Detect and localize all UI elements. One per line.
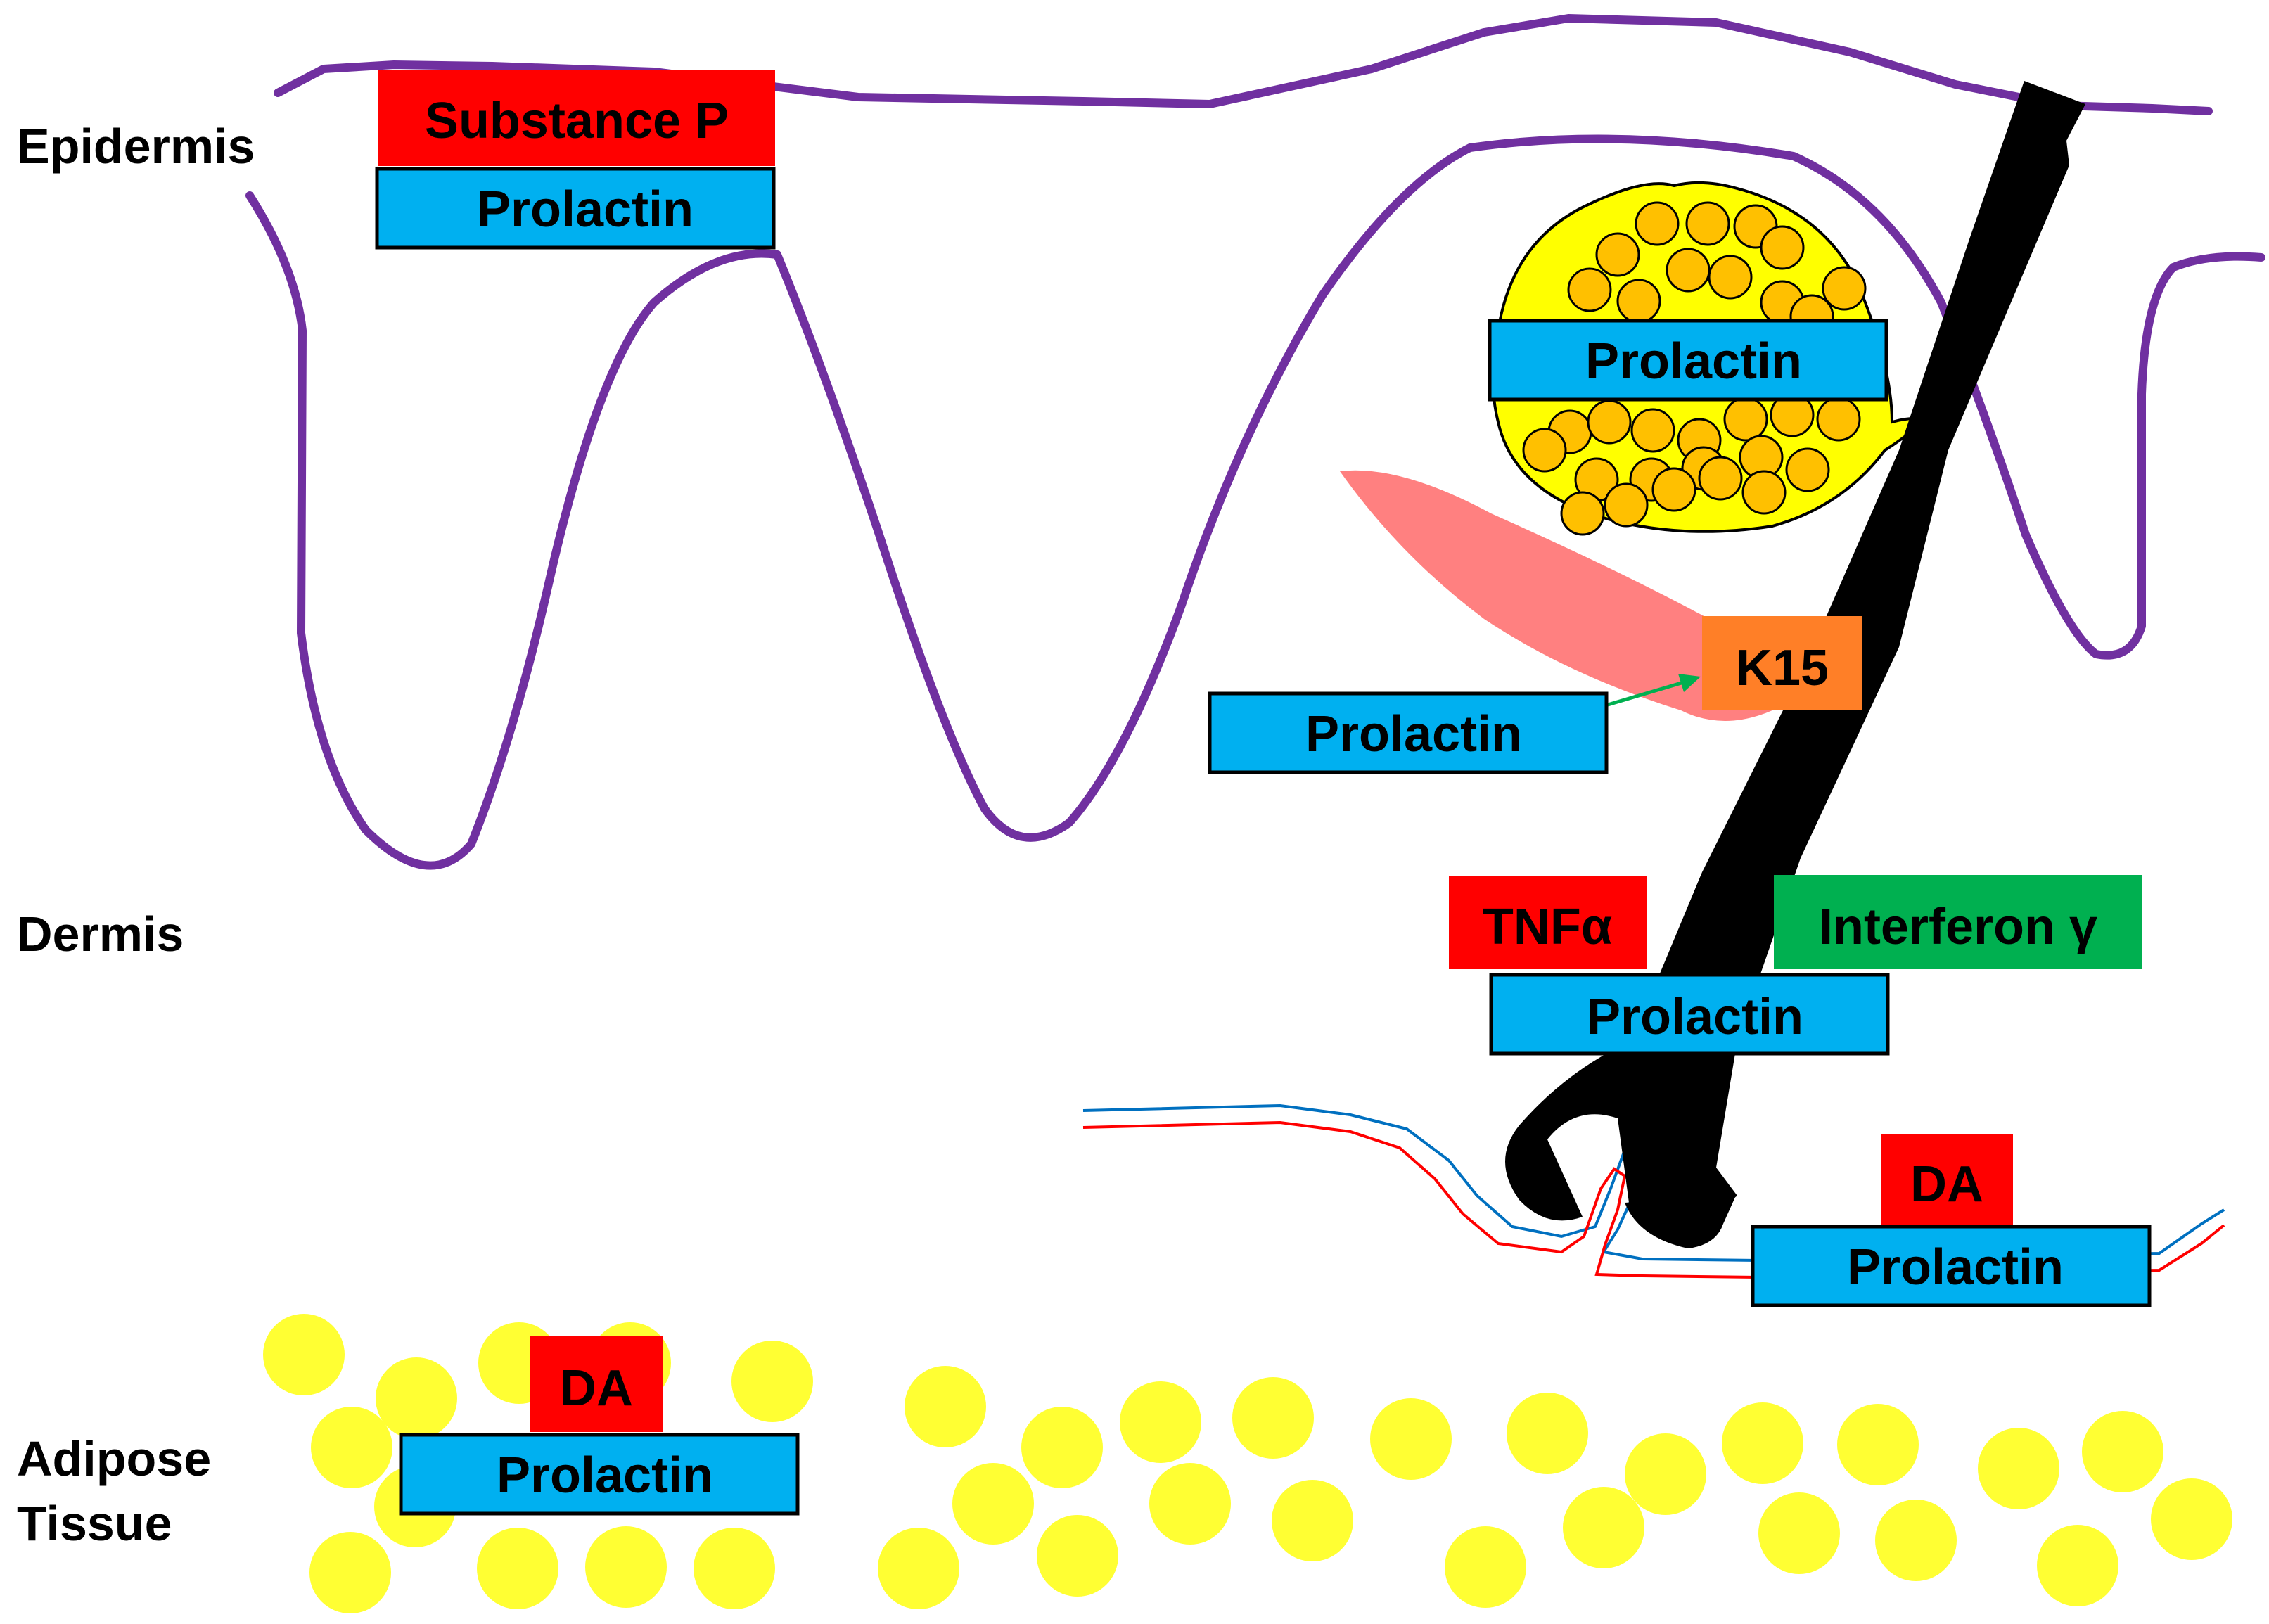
sebocyte-icon xyxy=(1595,232,1640,277)
sebocyte-icon xyxy=(1723,397,1768,442)
skin-surface-line xyxy=(274,14,2213,115)
adipocyte-icon xyxy=(1625,1433,1706,1515)
adipocyte-icon xyxy=(376,1357,457,1439)
adipose-label: Adipose xyxy=(17,1431,211,1486)
k15-box xyxy=(1702,616,1862,710)
sebocyte-icon xyxy=(1630,408,1675,453)
substance-p-label: Substance P xyxy=(425,93,729,149)
arrector-pili-muscle-icon xyxy=(1340,470,1772,721)
epidermis-outline xyxy=(245,14,2265,870)
sebocyte-icon xyxy=(1616,279,1661,324)
adipocyte-icon xyxy=(1507,1393,1588,1474)
prolactin-box-sebaceous xyxy=(1488,319,1888,402)
adipocyte-icon xyxy=(1370,1398,1452,1480)
adipocyte-icon xyxy=(309,1532,391,1613)
adipocyte-icon xyxy=(1272,1480,1353,1561)
sebocyte-icon xyxy=(1698,456,1743,501)
sebocyte-icon xyxy=(1635,201,1680,246)
interferon-gamma-label: Interferon γ xyxy=(1819,899,2097,955)
prolactin-box-vessel xyxy=(1751,1225,2152,1307)
arrow-prolactin-to-k15 xyxy=(1607,674,1701,707)
sebocyte-icon xyxy=(1685,201,1730,246)
adipocyte-icon xyxy=(878,1528,959,1609)
adipocyte-icon xyxy=(311,1407,392,1488)
adipocyte-icon xyxy=(1875,1500,1957,1581)
adipocyte-icon xyxy=(1037,1515,1118,1597)
adipocyte-icon xyxy=(585,1526,667,1608)
adipocyte-icon xyxy=(263,1314,345,1395)
adipocyte-icon xyxy=(2037,1525,2118,1606)
adipocyte-icon xyxy=(731,1341,813,1422)
adipocyte-icon xyxy=(1021,1407,1103,1488)
adipocyte-icon xyxy=(1149,1463,1231,1545)
sebocyte-icon xyxy=(1560,491,1605,536)
epidermis-basal-line xyxy=(245,134,2265,870)
tnf-alpha-label: TNFα xyxy=(1483,899,1612,955)
sebocyte-icon xyxy=(1651,467,1696,512)
adipocyte-icon xyxy=(1120,1381,1201,1463)
adipocyte-icon xyxy=(1232,1377,1314,1459)
adipocyte-icon xyxy=(905,1366,986,1447)
sebocyte-icon xyxy=(1522,428,1567,473)
prolactin-box-adipose xyxy=(399,1433,800,1516)
prolactin-label-bulge: Prolactin xyxy=(1305,706,1522,762)
tissue-label: Tissue xyxy=(17,1496,172,1551)
adipocyte-icon xyxy=(1978,1428,2059,1509)
adipocyte-icon xyxy=(1722,1402,1803,1484)
prolactin-label-adipose: Prolactin xyxy=(497,1447,713,1504)
adipocyte-icon xyxy=(2151,1478,2232,1560)
sebocyte-icon xyxy=(1567,267,1612,312)
sebocyte-icon xyxy=(1741,470,1787,515)
sebocyte-icon xyxy=(1785,447,1830,492)
prolactin-label-follicle: Prolactin xyxy=(1587,989,1803,1045)
prolactin-box-follicle xyxy=(1489,973,1890,1056)
substance-p-box xyxy=(378,70,775,166)
k15-label: K15 xyxy=(1736,640,1829,696)
da-box-adipose xyxy=(530,1336,663,1432)
epidermis-label: Epidermis xyxy=(17,119,255,174)
adipocyte-icon xyxy=(694,1528,775,1609)
sebocyte-icon xyxy=(1708,255,1753,300)
sebocyte-icon xyxy=(1604,482,1649,528)
dermis-label: Dermis xyxy=(17,907,184,961)
sebocyte-icon xyxy=(1666,248,1711,293)
adipocyte-icon xyxy=(1837,1404,1919,1485)
adipocyte-icon xyxy=(1563,1487,1644,1568)
sebocyte-icon xyxy=(1760,225,1805,270)
prolactin-label-vessel: Prolactin xyxy=(1847,1239,2064,1296)
prolactin-box-epidermis xyxy=(375,167,776,250)
sebocyte-icon xyxy=(1522,201,1867,536)
da-box-vessel xyxy=(1881,1134,2013,1227)
sebocyte-icon xyxy=(1587,399,1632,445)
hair-follicle-icon xyxy=(1505,81,2085,1248)
tnf-alpha-box xyxy=(1449,876,1647,969)
prolactin-box-bulge xyxy=(1208,691,1609,774)
adipocyte-icon xyxy=(1445,1526,1526,1608)
adipocyte-icon xyxy=(2082,1411,2163,1492)
da-label-adipose: DA xyxy=(560,1360,633,1417)
sebocyte-icon xyxy=(1822,266,1867,311)
adipocyte-icon xyxy=(1758,1492,1840,1574)
da-label-vessel: DA xyxy=(1910,1156,1983,1213)
adipocyte-icon xyxy=(952,1463,1034,1545)
blood-vessel-icon xyxy=(1082,1104,2225,1279)
adipocyte-icon xyxy=(477,1528,558,1609)
sebocyte-icon xyxy=(1816,397,1861,442)
interferon-gamma-box xyxy=(1774,875,2142,969)
prolactin-label-sebaceous: Prolactin xyxy=(1585,333,1802,390)
prolactin-label-epidermis: Prolactin xyxy=(477,181,694,238)
